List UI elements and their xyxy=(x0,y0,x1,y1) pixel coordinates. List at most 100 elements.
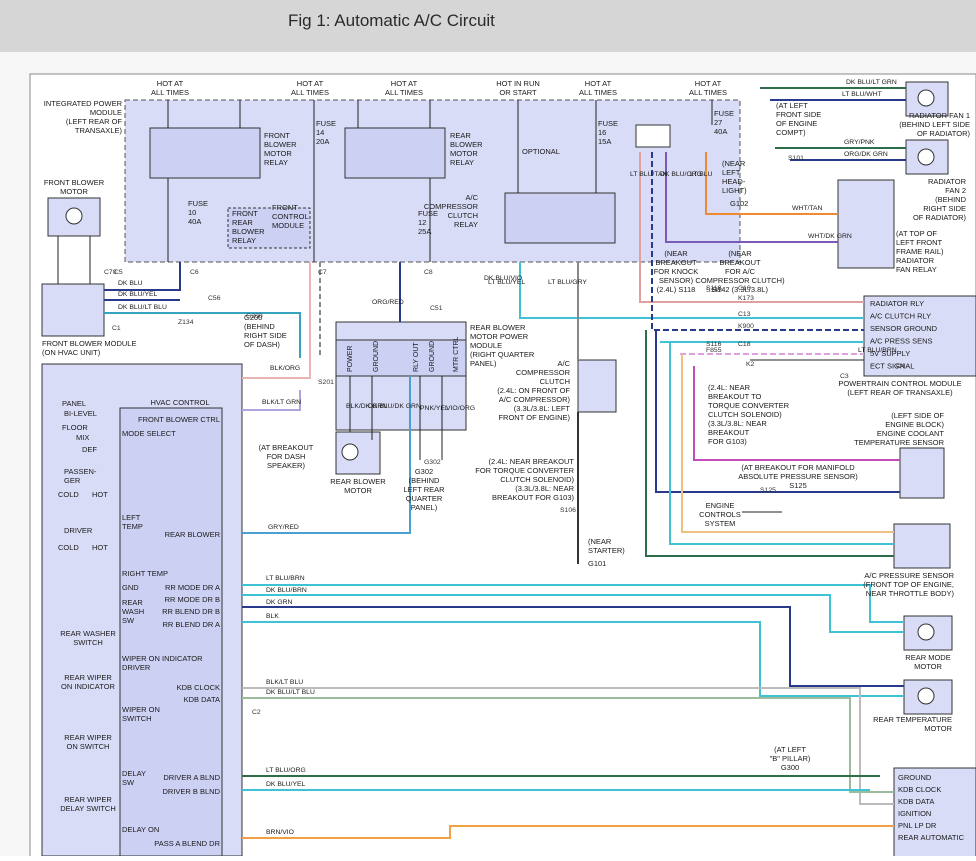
figure-title: Fig 1: Automatic A/C Circuit xyxy=(288,11,495,30)
rbm-pin-label: POWER xyxy=(347,346,354,372)
wire-color-label: WHT/DK GRN xyxy=(808,233,852,240)
wire-color-label: LT BLU/WHT xyxy=(842,91,882,98)
wire-color-label: DK BLU/YEL xyxy=(118,291,158,298)
wire-color-label: ORG/RED xyxy=(372,299,404,306)
pcm-box xyxy=(863,295,976,377)
passenger-label: PASSEN-GER xyxy=(64,467,97,485)
cold-label-2: COLD xyxy=(58,543,79,552)
pcm-pin-label: 5V SUPPLY xyxy=(870,349,910,358)
wire-gry-red xyxy=(242,262,311,379)
front-blower-relay-box xyxy=(149,127,261,179)
delay-on-label: DELAY ON xyxy=(122,825,159,834)
wire-color-label: BLK/DK GRN xyxy=(346,403,387,410)
connector-label: C5 xyxy=(114,269,123,276)
rear-blower-relay-box xyxy=(344,127,446,179)
wire-lt-blu-brn-press xyxy=(669,342,894,545)
connector-label: S125 xyxy=(760,487,776,494)
rbm-pin-label: RLY OUT xyxy=(413,342,420,372)
hvac-inner-box xyxy=(119,407,223,857)
connector-label: C16 xyxy=(738,285,751,292)
ac-pressure-sensor-box xyxy=(893,523,951,569)
bi-level-label: BI-LEVEL xyxy=(64,409,97,418)
wire-color-label: LT BLU/BRN xyxy=(858,347,897,354)
wire-dk-blu-vio-fan xyxy=(665,152,838,243)
driver-b-blnd-label: DRIVER B BLND xyxy=(162,787,220,796)
wire-rear-blower xyxy=(242,376,411,534)
wire-color-label: DK BLU/ORG xyxy=(660,171,702,178)
wire-color-label: LT BLU/BRN xyxy=(266,575,305,582)
rbm-pin-label: GROUND xyxy=(373,341,380,372)
rear-module-box xyxy=(893,767,976,859)
front-blower-ctrl-label: FRONT BLOWER CTRL xyxy=(138,415,220,424)
connector-label: C7 xyxy=(318,269,327,276)
rr-blend-dr-a-label: RR BLEND DR A xyxy=(162,620,220,629)
mode-select-label: MODE SELECT xyxy=(122,429,176,438)
wire-color-label: DK BLU/YEL xyxy=(266,781,306,788)
connector-label: Z134 xyxy=(178,319,194,326)
front-control-module-box xyxy=(227,207,311,249)
connector-label: C2 xyxy=(252,709,261,716)
rear-module-pin-label: REAR AUTOMATIC xyxy=(898,833,965,842)
wire-color-label: GRY/RED xyxy=(268,524,299,531)
ac-clutch-relay-box xyxy=(504,192,616,244)
connector-label: K900 xyxy=(738,323,754,330)
optional-label: OPTIONAL xyxy=(522,147,560,156)
g102-label: G102 xyxy=(730,199,748,208)
ac-clutch-box xyxy=(577,359,617,413)
wire-color-label: LT BLU/ORG xyxy=(266,767,306,774)
front-blower-module-label: FRONT BLOWER MODULE(ON HVAC UNIT) xyxy=(42,339,136,357)
panel-label: PANEL xyxy=(62,399,86,408)
connector-label: C18 xyxy=(738,341,751,348)
connector-label: G302 xyxy=(424,459,441,466)
wire-brn-vio xyxy=(639,152,864,303)
rbm-pin-label: GROUND xyxy=(429,341,436,372)
rear-module-pin-label: GROUND xyxy=(898,773,932,782)
thin-wire-group xyxy=(57,100,864,513)
rr-mode-dr-a-label: RR MODE DR A xyxy=(165,583,220,592)
kdb-data-label: KDB DATA xyxy=(184,695,220,704)
connector-label: G200 xyxy=(246,313,263,320)
kdb-clock-label: KDB CLOCK xyxy=(177,683,220,692)
connector-label: C13 xyxy=(738,311,751,318)
wire-vio-org xyxy=(693,366,900,461)
wire-dk-blu-vio xyxy=(242,390,301,411)
ect-sensor-box xyxy=(899,447,945,499)
connector-label: S101 xyxy=(788,155,804,162)
wire-dk-blu-dk-grn-sensor xyxy=(651,152,864,331)
floor-label: FLOOR xyxy=(62,423,88,432)
wire-color-label: BLK/ORG xyxy=(270,365,300,372)
wire-color-label: GRY/PNK xyxy=(844,139,875,146)
def-label: DEF xyxy=(82,445,97,454)
hot-label: HOT xyxy=(92,490,108,499)
wire-color-label: DK GRN xyxy=(266,599,293,606)
wire-color-label: LT BLU xyxy=(690,171,713,178)
connector-label: K2 xyxy=(746,361,755,368)
cold-label: COLD xyxy=(58,490,79,499)
integrated-power-module xyxy=(124,99,741,263)
rr-blend-dr-b-label: RR BLEND DR B xyxy=(162,607,220,616)
